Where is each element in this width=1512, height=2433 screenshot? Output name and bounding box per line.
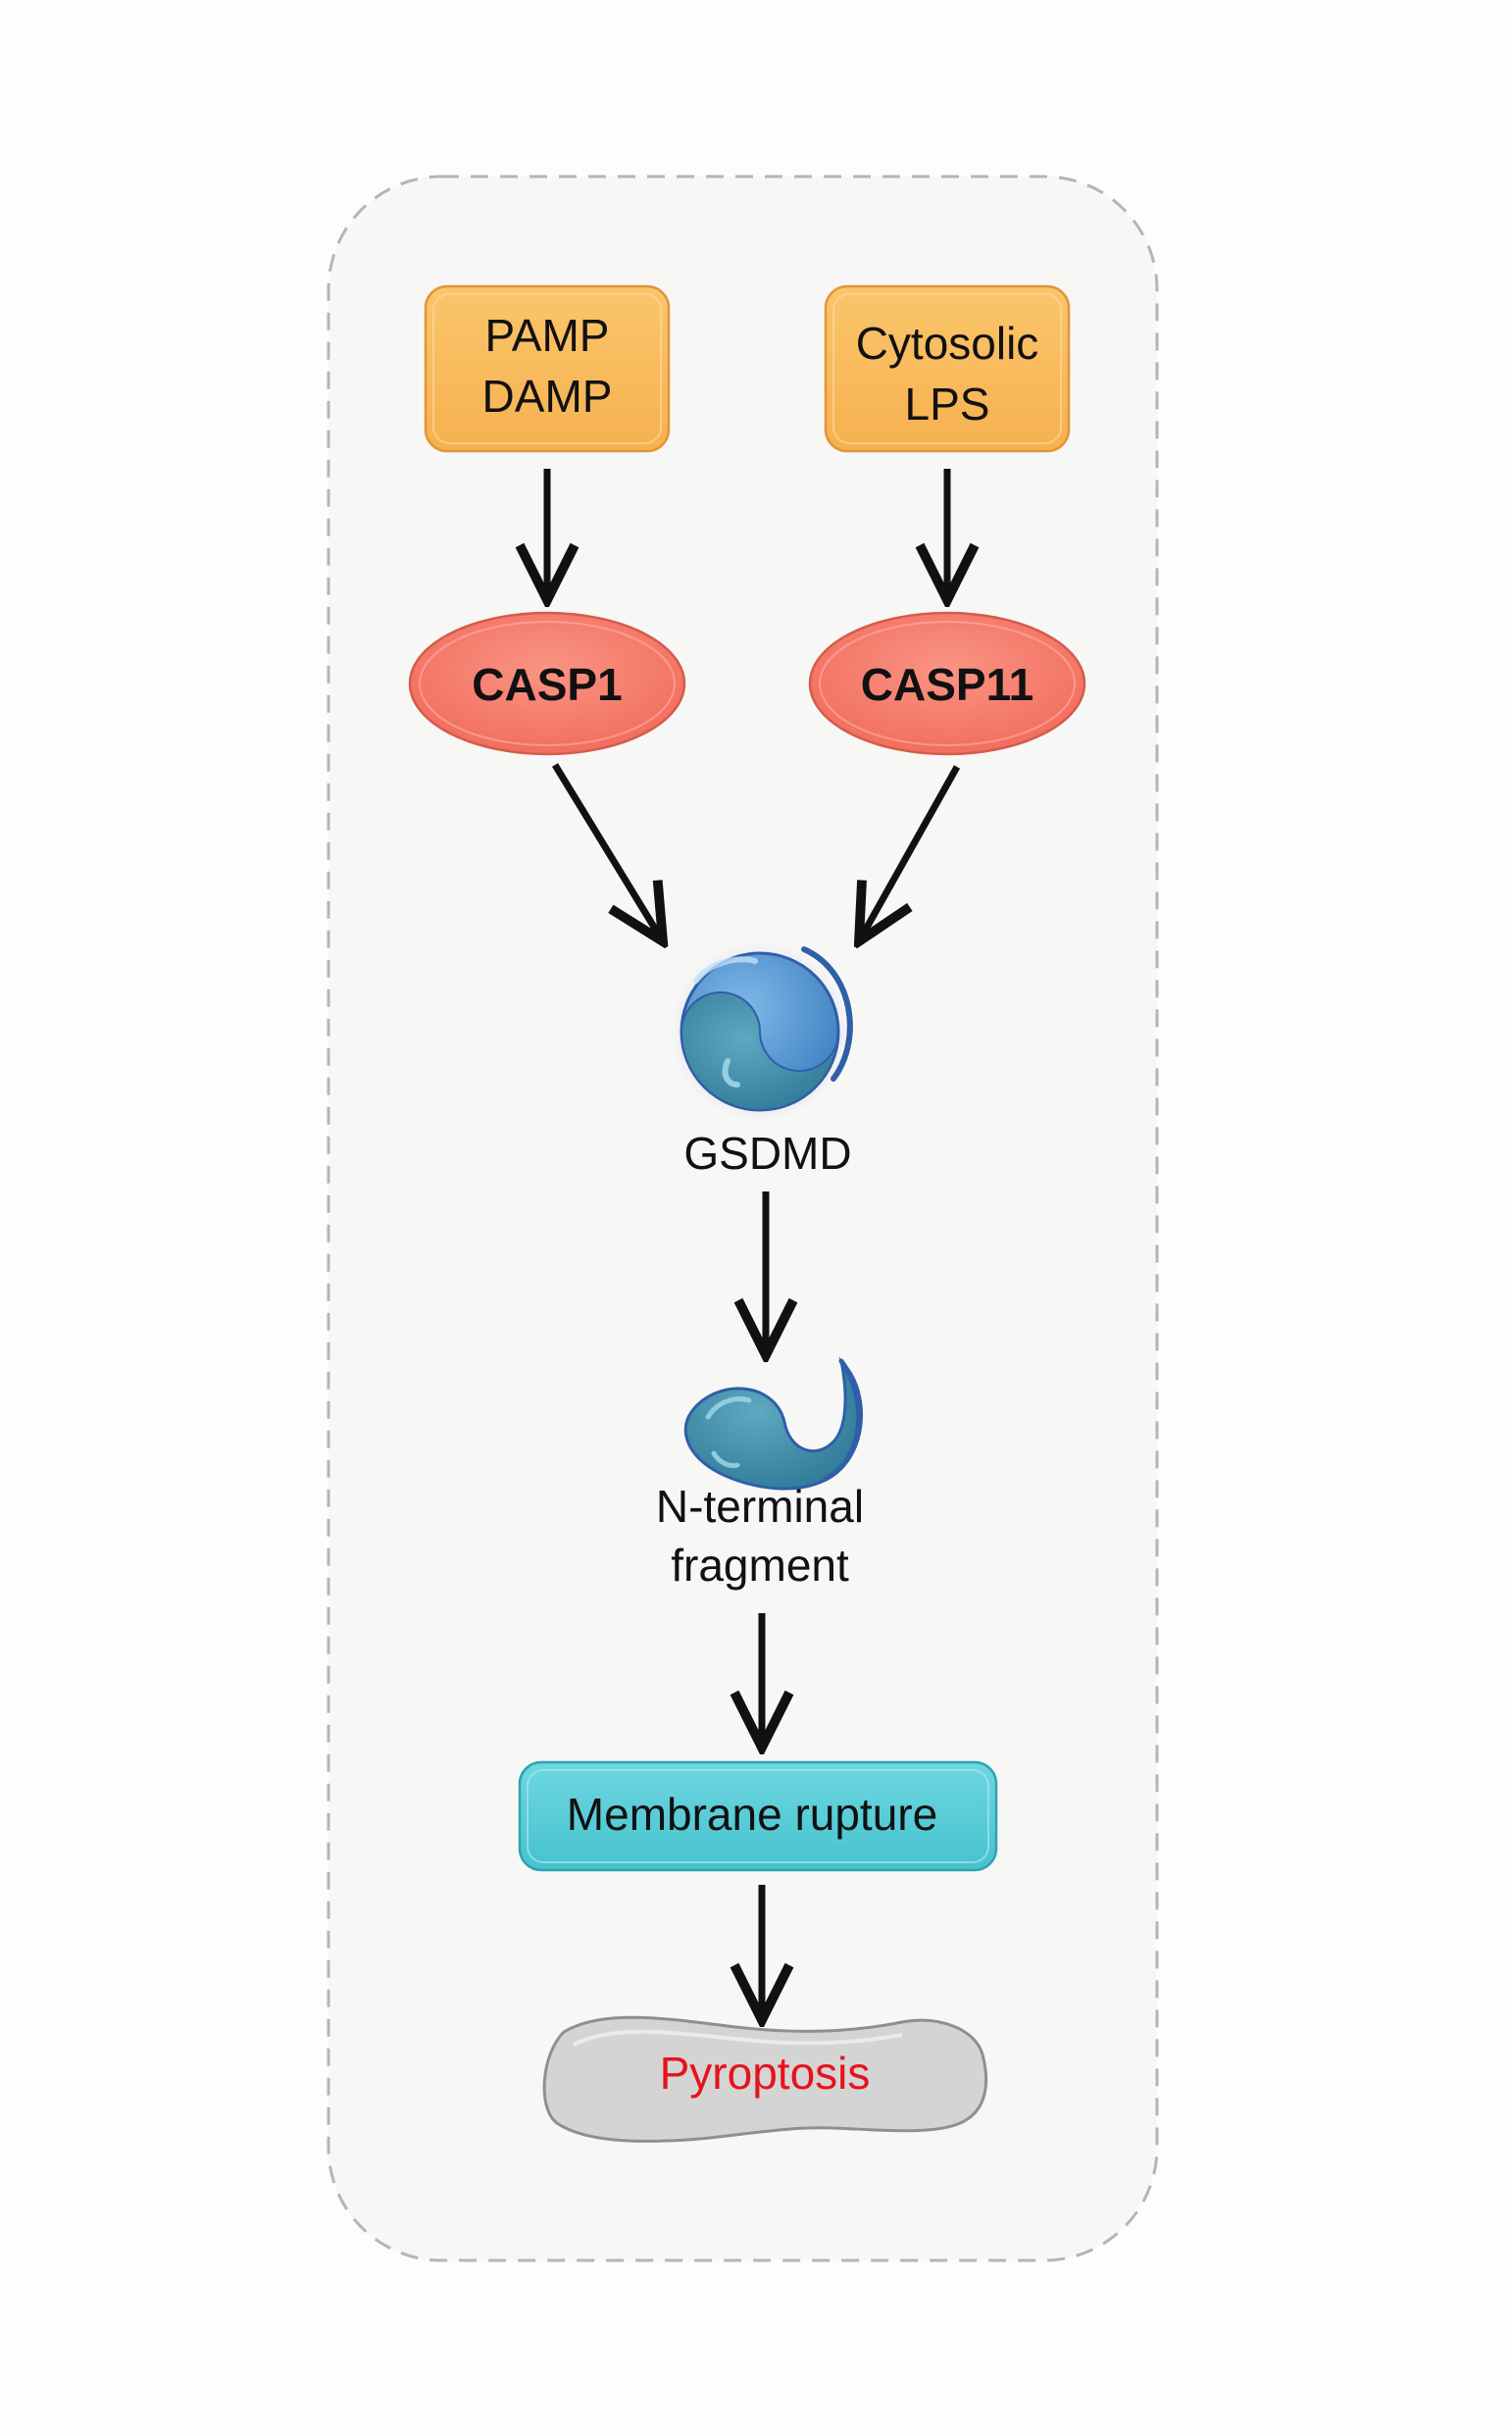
fragment-label: fragment bbox=[671, 1540, 849, 1591]
casp11-node: CASP11 bbox=[808, 611, 1086, 756]
pyroptosis-label: Pyroptosis bbox=[660, 2048, 871, 2099]
pamp-damp-node: PAMP DAMP bbox=[424, 284, 671, 453]
cytosolic-lps-node: Cytosolic LPS bbox=[824, 284, 1071, 453]
gsdmd-label: GSDMD bbox=[683, 1128, 851, 1179]
n-terminal-fragment-icon bbox=[683, 1356, 863, 1491]
lps-label: LPS bbox=[905, 379, 990, 430]
casp1-label: CASP1 bbox=[472, 659, 622, 710]
gsdmd-protein-icon bbox=[670, 941, 853, 1122]
casp11-label: CASP11 bbox=[861, 659, 1033, 710]
membrane-rupture-node: Membrane rupture bbox=[518, 1760, 998, 1872]
casp1-node: CASP1 bbox=[408, 611, 686, 756]
n-terminal-label: N-terminal bbox=[656, 1481, 864, 1532]
pamp-label: PAMP bbox=[485, 310, 610, 361]
damp-label: DAMP bbox=[482, 371, 613, 422]
arrow-casp11-to-gsdmd bbox=[859, 765, 961, 941]
arrow-casp1-to-gsdmd bbox=[552, 763, 663, 941]
pyroptosis-node: Pyroptosis bbox=[542, 2015, 988, 2143]
dashed-frame bbox=[327, 175, 1159, 2262]
membrane-rupture-label: Membrane rupture bbox=[567, 1789, 937, 1840]
cytosolic-label: Cytosolic bbox=[856, 318, 1039, 369]
